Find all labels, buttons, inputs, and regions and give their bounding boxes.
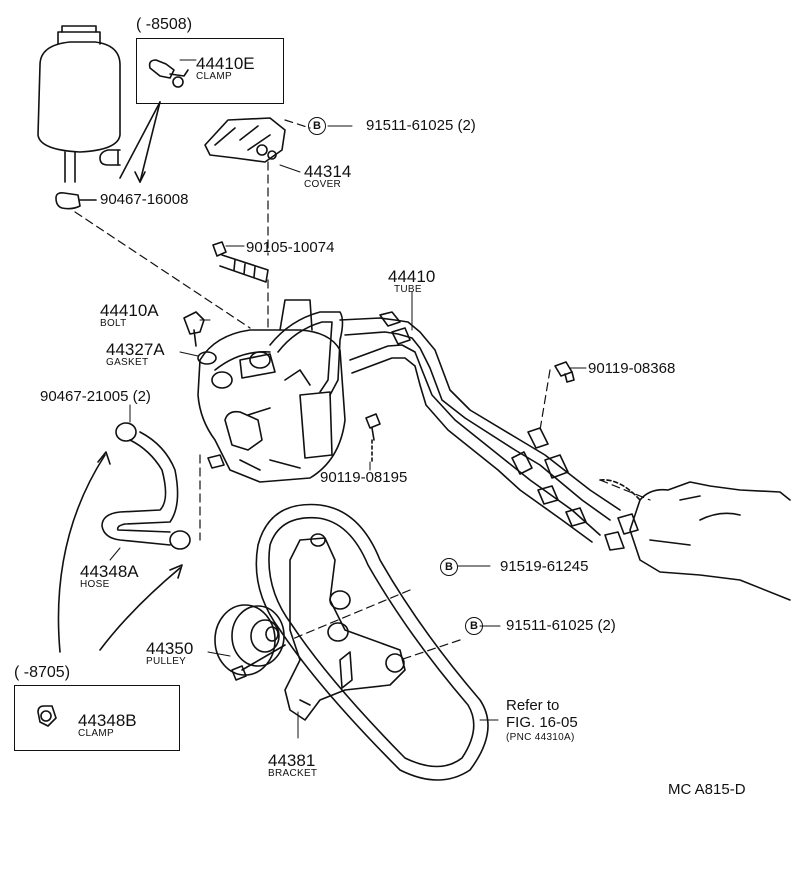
- tube-44410-drawing: [339, 311, 639, 551]
- label-90119-08195: 90119-08195: [320, 469, 408, 486]
- b-marker-middle: B: [440, 558, 458, 576]
- steering-gear-drawing: [599, 479, 791, 601]
- refer-to-line1: Refer to: [506, 697, 560, 714]
- cover-44314-drawing: [204, 117, 286, 163]
- label-90119-08368: 90119-08368: [588, 360, 676, 377]
- label-44410A: 44410A: [100, 301, 159, 320]
- bolt-44410A-drawing: [183, 311, 205, 347]
- refer-to-line3: (PNC 44310A): [506, 732, 575, 743]
- part-number-44410E: 44410E: [196, 54, 255, 73]
- b-marker-bottom: B: [465, 617, 483, 635]
- clamp-90467-16008-drawing: [55, 192, 81, 210]
- top-box-period: ( -8508): [136, 16, 193, 33]
- part-name-clamp-top: CLAMP: [196, 71, 232, 82]
- label-91511-bottom: 91511-61025 (2): [506, 617, 616, 634]
- drive-belt-drawing: [255, 503, 489, 781]
- bolt-90119-08195-drawing: [365, 413, 381, 441]
- part-number-44348B: 44348B: [78, 711, 137, 730]
- label-44410A-name: BOLT: [100, 318, 127, 329]
- label-44381: 44381: [268, 751, 316, 770]
- label-44348A: 44348A: [80, 562, 139, 581]
- label-44410-name: TUBE: [394, 284, 422, 295]
- top-clamp-box: [136, 38, 284, 104]
- label-44410: 44410: [388, 267, 436, 286]
- label-44350: 44350: [146, 639, 194, 658]
- clamp-44348B-drawing: [37, 705, 57, 727]
- power-steering-pump-drawing: [197, 299, 346, 483]
- hose-44348A-drawing: [101, 422, 191, 550]
- reservoir-tank-drawing: [37, 25, 121, 183]
- bottom-clamp-box: [14, 685, 180, 751]
- bracket-44381-drawing: [284, 533, 406, 721]
- label-91519: 91519-61245: [500, 558, 589, 575]
- bottom-box-period: ( -8705): [14, 664, 71, 681]
- label-44314-name: COVER: [304, 179, 342, 190]
- label-44381-name: BRACKET: [268, 768, 318, 779]
- label-44350-name: PULLEY: [146, 656, 187, 667]
- pulley-44350-drawing: [214, 604, 286, 681]
- label-44327A-name: GASKET: [106, 357, 149, 368]
- label-44348A-name: HOSE: [80, 579, 110, 590]
- label-44327A: 44327A: [106, 340, 165, 359]
- gasket-drawing: [197, 351, 217, 365]
- label-91511-top: 91511-61025 (2): [366, 117, 476, 134]
- bolt-90105-drawing: [212, 241, 269, 283]
- diagram-code: MC A815-D: [668, 781, 746, 798]
- clamp-44410E-drawing: [148, 59, 189, 88]
- refer-to-line2: FIG. 16-05: [506, 714, 578, 731]
- label-90467-21005: 90467-21005 (2): [40, 388, 151, 405]
- part-name-clamp-bottom: CLAMP: [78, 728, 114, 739]
- b-marker-top: B: [308, 117, 326, 135]
- label-90105: 90105-10074: [246, 239, 335, 256]
- bolt-90119-08368-drawing: [554, 361, 575, 383]
- label-90467-16008: 90467-16008: [100, 191, 189, 208]
- label-44314: 44314: [304, 162, 352, 181]
